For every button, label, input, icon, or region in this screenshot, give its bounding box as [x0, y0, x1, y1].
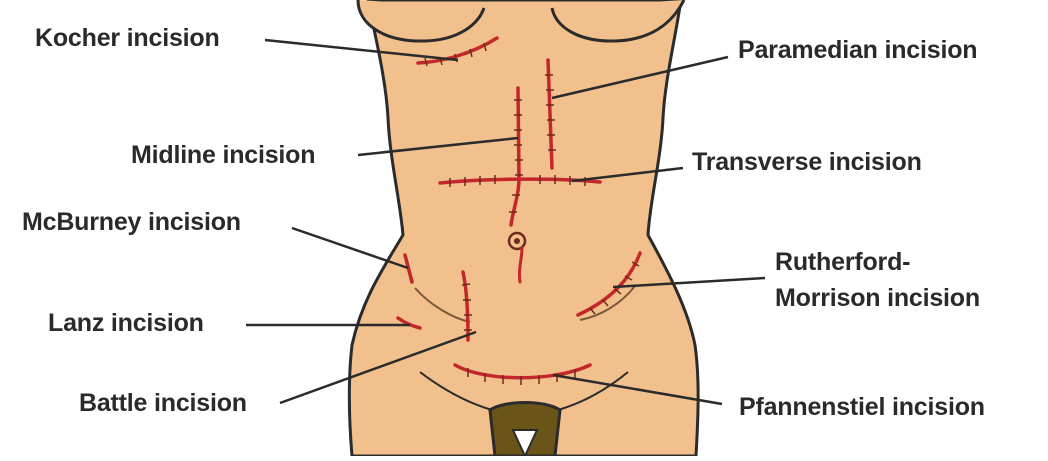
rutherford-morrison-label: Rutherford- Morrison incision: [775, 244, 980, 316]
mcburney-label: McBurney incision: [22, 207, 241, 237]
paramedian-label: Paramedian incision: [738, 35, 977, 65]
mcburney-leader: [292, 228, 408, 268]
torso-body: [349, 0, 698, 456]
rutherford-label-line1: Rutherford-: [775, 244, 980, 280]
lanz-label: Lanz incision: [48, 308, 204, 338]
battle-label: Battle incision: [79, 388, 247, 418]
pfannenstiel-label: Pfannenstiel incision: [739, 392, 985, 422]
kocher-label: Kocher incision: [35, 23, 220, 53]
transverse-label: Transverse incision: [692, 147, 922, 177]
midline-label: Midline incision: [131, 140, 315, 170]
rutherford-label-line2: Morrison incision: [775, 280, 980, 316]
navel-center: [514, 238, 520, 244]
